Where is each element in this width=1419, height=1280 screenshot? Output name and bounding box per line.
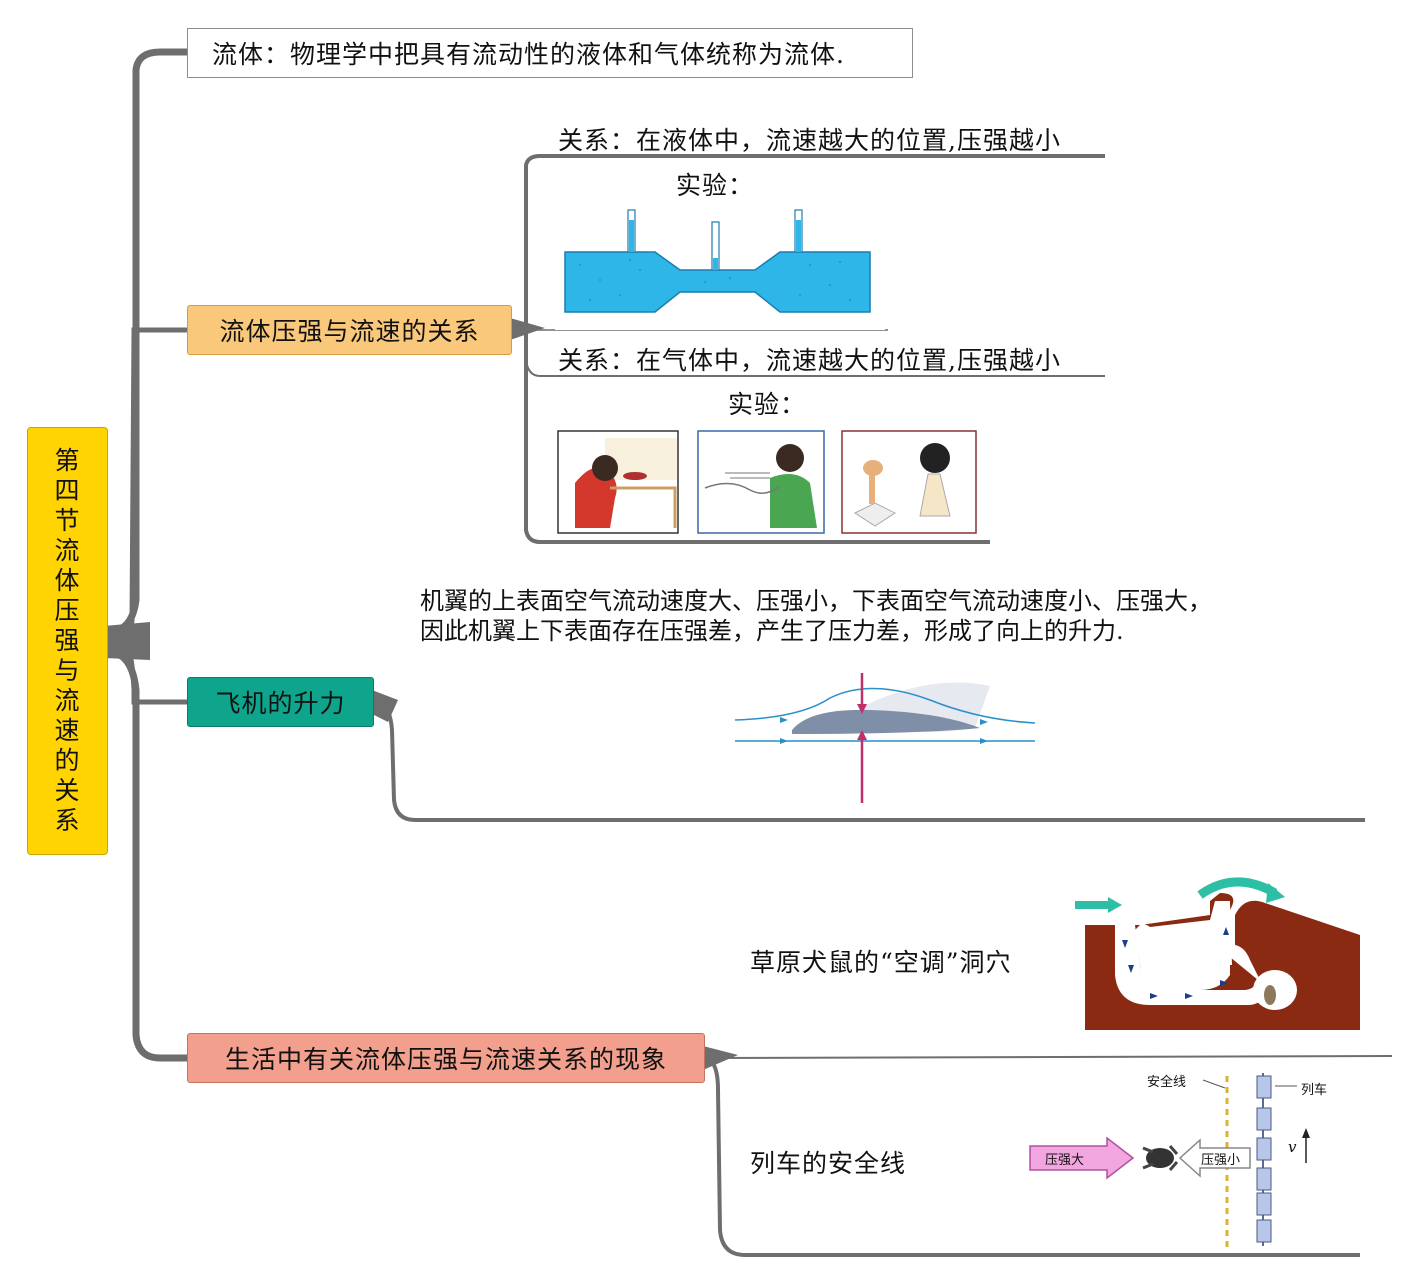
liquid-relation-text: 关系：在液体中，流速越大的位置,压强越小 <box>558 126 1061 155</box>
liquid-experiment-label: 实验： <box>676 171 755 200</box>
branch-pressure-velocity-relation[interactable]: 流体压强与流速的关系 <box>187 305 512 355</box>
train-figure: 安全线 列车 压强大 压强小 v <box>1025 1068 1355 1253</box>
gas-experiment-label: 实验： <box>728 390 807 419</box>
root-title-char: 系 <box>54 806 81 835</box>
branch-airplane-lift[interactable]: 飞机的升力 <box>187 677 374 727</box>
root-title-char: 体 <box>54 566 81 595</box>
gas-relation-text: 关系：在气体中，流速越大的位置,压强越小 <box>558 346 1061 375</box>
branch-fluid-definition[interactable]: 流体：物理学中把具有流动性的液体和气体统称为流体. <box>187 28 913 78</box>
safety-line-label: 安全线 <box>1147 1075 1187 1090</box>
fluid-definition-text: 流体：物理学中把具有流动性的液体和气体统称为流体. <box>212 40 845 69</box>
low-pressure-label: 压强小 <box>1201 1153 1241 1168</box>
root-title-char: 流 <box>54 686 81 715</box>
root-title-char: 压 <box>54 596 81 625</box>
liquid-pipe-illustration <box>555 200 885 330</box>
root-title-char: 与 <box>54 656 81 685</box>
root-title-char: 强 <box>54 626 81 655</box>
lift-explanation-line-2: 因此机翼上下表面存在压强差，产生了压力差，形成了向上的升力. <box>420 617 1124 645</box>
airfoil-illustration <box>734 673 1036 803</box>
lift-label: 飞机的升力 <box>215 689 346 718</box>
train-label: 列车 <box>1301 1083 1328 1098</box>
train-figure-drawing <box>1029 1073 1310 1248</box>
root-title-char: 速 <box>54 716 81 745</box>
root-title-char: 的 <box>54 746 81 775</box>
root-title-char: 关 <box>54 776 81 805</box>
root-topic[interactable]: 第四节流体压强与流速的关系 <box>27 427 108 855</box>
velocity-label: v <box>1288 1138 1297 1156</box>
root-title-char: 节 <box>54 506 81 535</box>
lift-explanation-line-1: 机翼的上表面空气流动速度大、压强小，下表面空气流动速度小、压强大， <box>420 587 1212 615</box>
high-pressure-label: 压强大 <box>1045 1153 1085 1168</box>
life-label: 生活中有关流体压强与流速关系的现象 <box>224 1045 667 1074</box>
root-title-char: 流 <box>54 536 81 565</box>
root-title-char: 第 <box>54 446 81 475</box>
gas-experiment-illustrations <box>557 430 977 534</box>
train-safety-line-label: 列车的安全线 <box>750 1149 907 1178</box>
prairie-dog-burrow-illustration <box>1075 877 1360 1030</box>
prairie-dog-burrow-label: 草原犬鼠的“空调”洞穴 <box>750 948 1012 977</box>
branch-daily-life-phenomena[interactable]: 生活中有关流体压强与流速关系的现象 <box>187 1033 705 1083</box>
root-title-char: 四 <box>54 476 81 505</box>
lift-explanation: 机翼的上表面空气流动速度大、压强小，下表面空气流动速度小、压强大， 因此机翼上下… <box>420 586 1212 646</box>
relation-label: 流体压强与流速的关系 <box>219 317 480 346</box>
